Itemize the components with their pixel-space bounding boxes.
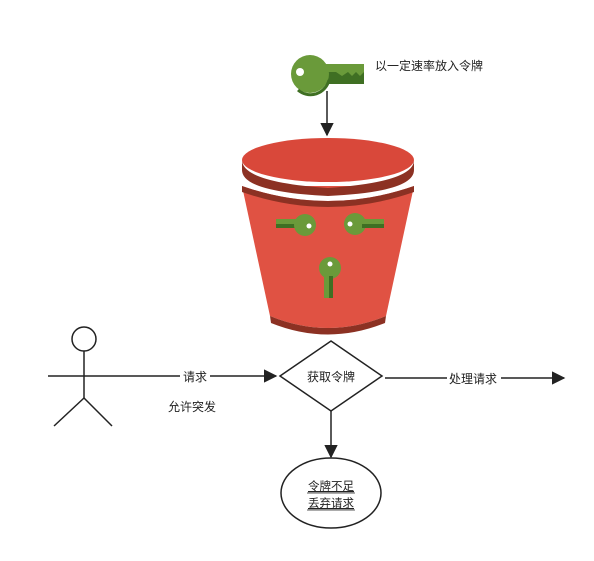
- request-label: 请求: [183, 370, 207, 384]
- key-icon: [319, 257, 341, 298]
- bucket-icon: [242, 138, 414, 335]
- insufficient-label-line2: 丢弃请求: [308, 496, 354, 510]
- rate-label: 以一定速率放入令牌: [375, 58, 483, 73]
- user-icon: [48, 326, 120, 427]
- key-icon: [276, 214, 316, 236]
- get-token-label: 获取令牌: [307, 369, 355, 384]
- key-icon: [344, 213, 384, 235]
- allow-burst-label: 允许突发: [168, 399, 216, 414]
- insufficient-label-line1: 令牌不足: [308, 479, 354, 493]
- process-request-label: 处理请求: [449, 372, 497, 386]
- key-icon: [291, 55, 364, 97]
